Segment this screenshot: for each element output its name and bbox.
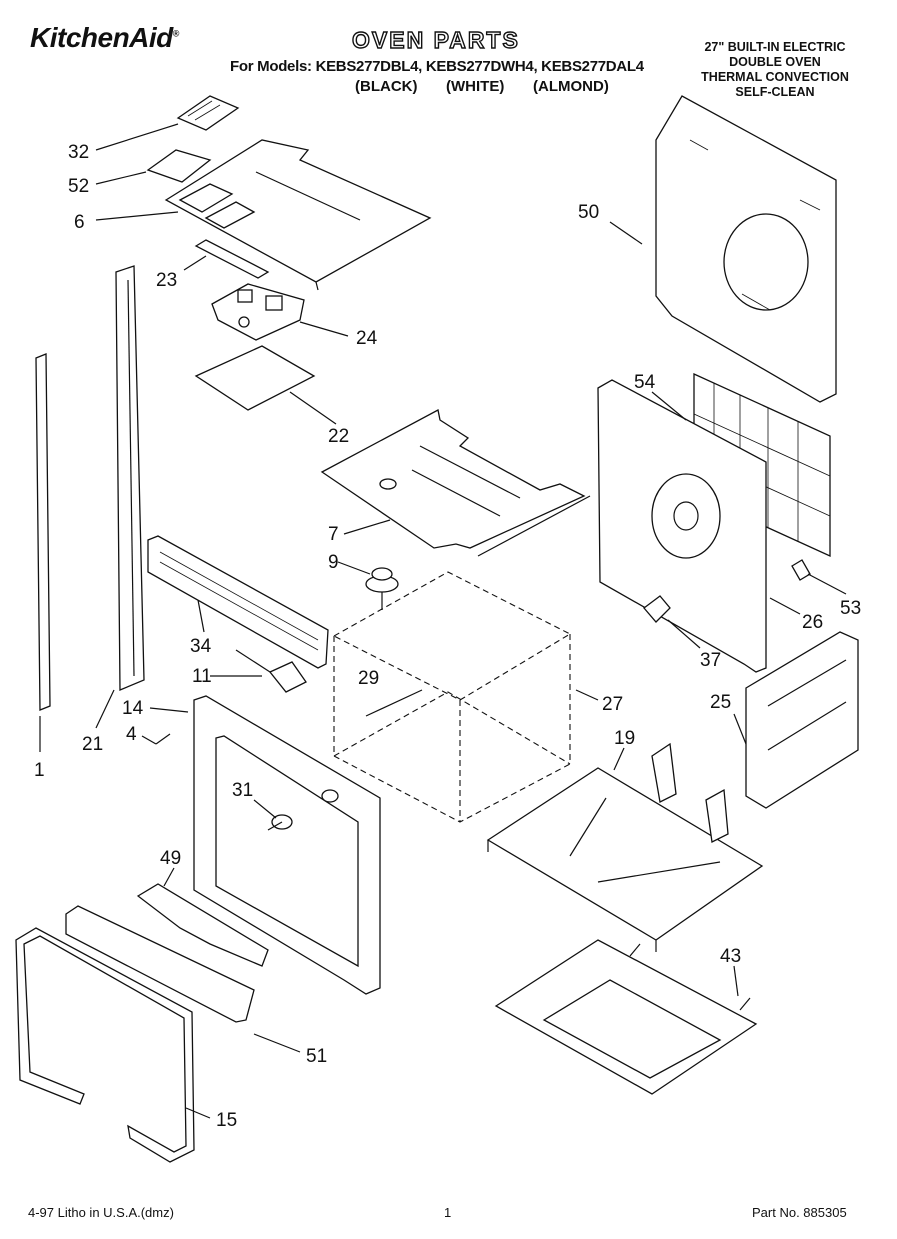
product-description: 27" BUILT-IN ELECTRIC DOUBLE OVEN THERMA…	[670, 40, 880, 100]
part-19-bottom-tray	[486, 742, 764, 952]
part-34-vent-grille	[147, 535, 329, 669]
callout-54: 54	[634, 372, 656, 393]
color-black: (BLACK)	[355, 78, 418, 95]
callout-43: 43	[720, 946, 741, 967]
part-43-drip-pan	[494, 939, 758, 1095]
part-53-clip	[791, 559, 811, 581]
part-7-upper-panel	[320, 409, 591, 557]
part-1-trim-rod	[35, 353, 51, 711]
callout-1: 1	[34, 760, 45, 781]
part-9-fan-knob	[365, 567, 399, 610]
callout-29: 29	[358, 668, 379, 689]
footer-litho: 4-97 Litho in U.S.A.(dmz)	[28, 1205, 174, 1220]
part-52-plate	[146, 149, 212, 183]
desc-line: SELF-CLEAN	[735, 85, 815, 99]
brand-logo: KitchenAid®	[30, 22, 179, 53]
callout-34: 34	[190, 636, 212, 657]
desc-line: THERMAL CONVECTION	[701, 70, 849, 84]
color-almond: (ALMOND)	[533, 78, 609, 95]
part-25-side-panel	[745, 631, 859, 809]
part-29-broil-element	[365, 689, 423, 717]
callout-7: 7	[328, 524, 339, 545]
callout-26: 26	[802, 612, 823, 633]
callout-14: 14	[122, 698, 144, 719]
callout-4: 4	[126, 724, 137, 745]
callout-9: 9	[328, 552, 339, 573]
callout-21: 21	[82, 734, 103, 755]
callout-53: 53	[840, 598, 861, 619]
part-14-front-frame	[193, 695, 381, 995]
footer-part-number: Part No. 885305	[752, 1205, 847, 1220]
callout-52: 52	[68, 176, 89, 197]
part-37-fan-blade	[643, 595, 671, 623]
callout-6: 6	[74, 212, 85, 233]
callout-50: 50	[578, 202, 599, 223]
part-32-label	[176, 95, 240, 131]
callout-19: 19	[614, 728, 635, 749]
part-23-strip	[194, 239, 270, 279]
callout-22: 22	[328, 426, 349, 447]
callout-32: 32	[68, 142, 89, 163]
part-15-door-gasket	[15, 927, 195, 1163]
part-22-sheet	[194, 345, 316, 411]
part-50-rear-panel	[655, 95, 837, 403]
part-27-oven-cavity	[332, 571, 572, 823]
part-4-screw	[155, 733, 171, 745]
callout-11: 11	[192, 666, 212, 687]
part-51-bottom-trim	[65, 905, 255, 1023]
callout-51: 51	[306, 1046, 327, 1067]
part-49-bracket	[136, 883, 269, 967]
page-title: OVEN PARTS	[351, 26, 520, 53]
footer-page-number: 1	[444, 1205, 452, 1220]
part-21-side-trim	[115, 265, 145, 691]
part-11-door-latch	[235, 649, 307, 693]
callout-27: 27	[602, 694, 623, 715]
callout-25: 25	[710, 692, 731, 713]
part-31-light-switch	[267, 789, 339, 831]
part-6-top-cover	[164, 139, 432, 291]
callout-49: 49	[160, 848, 181, 869]
callout-24: 24	[356, 328, 378, 349]
callout-23: 23	[156, 270, 177, 291]
color-white: (WHITE)	[446, 78, 505, 95]
part-24-switch-assembly	[211, 283, 305, 341]
desc-line: 27" BUILT-IN ELECTRIC	[704, 40, 846, 54]
part-convection-back-panel	[597, 379, 767, 673]
models-line: For Models: KEBS277DBL4, KEBS277DWH4, KE…	[230, 58, 644, 75]
desc-line: DOUBLE OVEN	[729, 55, 821, 69]
callout-31: 31	[232, 780, 253, 801]
callout-37: 37	[700, 650, 721, 671]
callout-15: 15	[216, 1110, 237, 1131]
